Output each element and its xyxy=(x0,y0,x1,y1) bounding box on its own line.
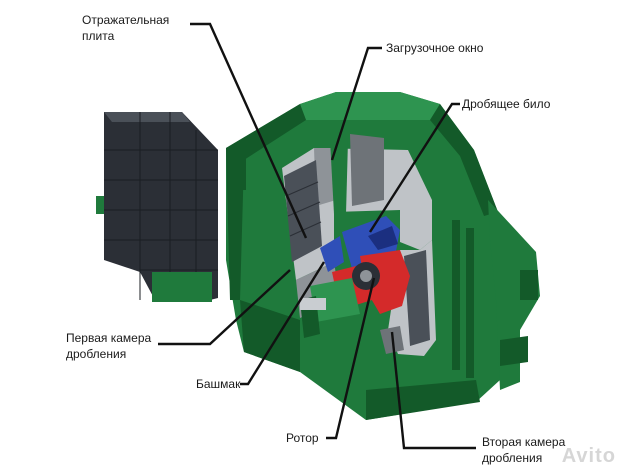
leader-shoe xyxy=(240,261,326,386)
label-chamber-one: Первая камера дробления xyxy=(66,331,152,361)
rotor-assembly xyxy=(300,216,410,338)
label-rotor: Ротор xyxy=(286,431,319,445)
leader-feed-opening xyxy=(330,46,382,161)
wear-plates-block xyxy=(96,112,218,302)
label-feed-opening: Загрузочное окно xyxy=(386,41,484,55)
leader-rotor xyxy=(326,277,376,440)
leader-chamber-one xyxy=(158,269,291,346)
label-blow-bar: Дробящее било xyxy=(462,97,551,111)
label-reflector: Отражательная плита xyxy=(82,13,170,43)
label-shoe: Башмак xyxy=(196,377,241,391)
leader-reflector xyxy=(190,22,308,239)
watermark-logo: Avito xyxy=(561,445,616,467)
leader-blow-bar xyxy=(368,102,460,233)
leader-lines xyxy=(158,22,476,450)
leader-chamber-two xyxy=(390,331,476,450)
label-chamber-two: Вторая камера дробления xyxy=(482,435,566,465)
